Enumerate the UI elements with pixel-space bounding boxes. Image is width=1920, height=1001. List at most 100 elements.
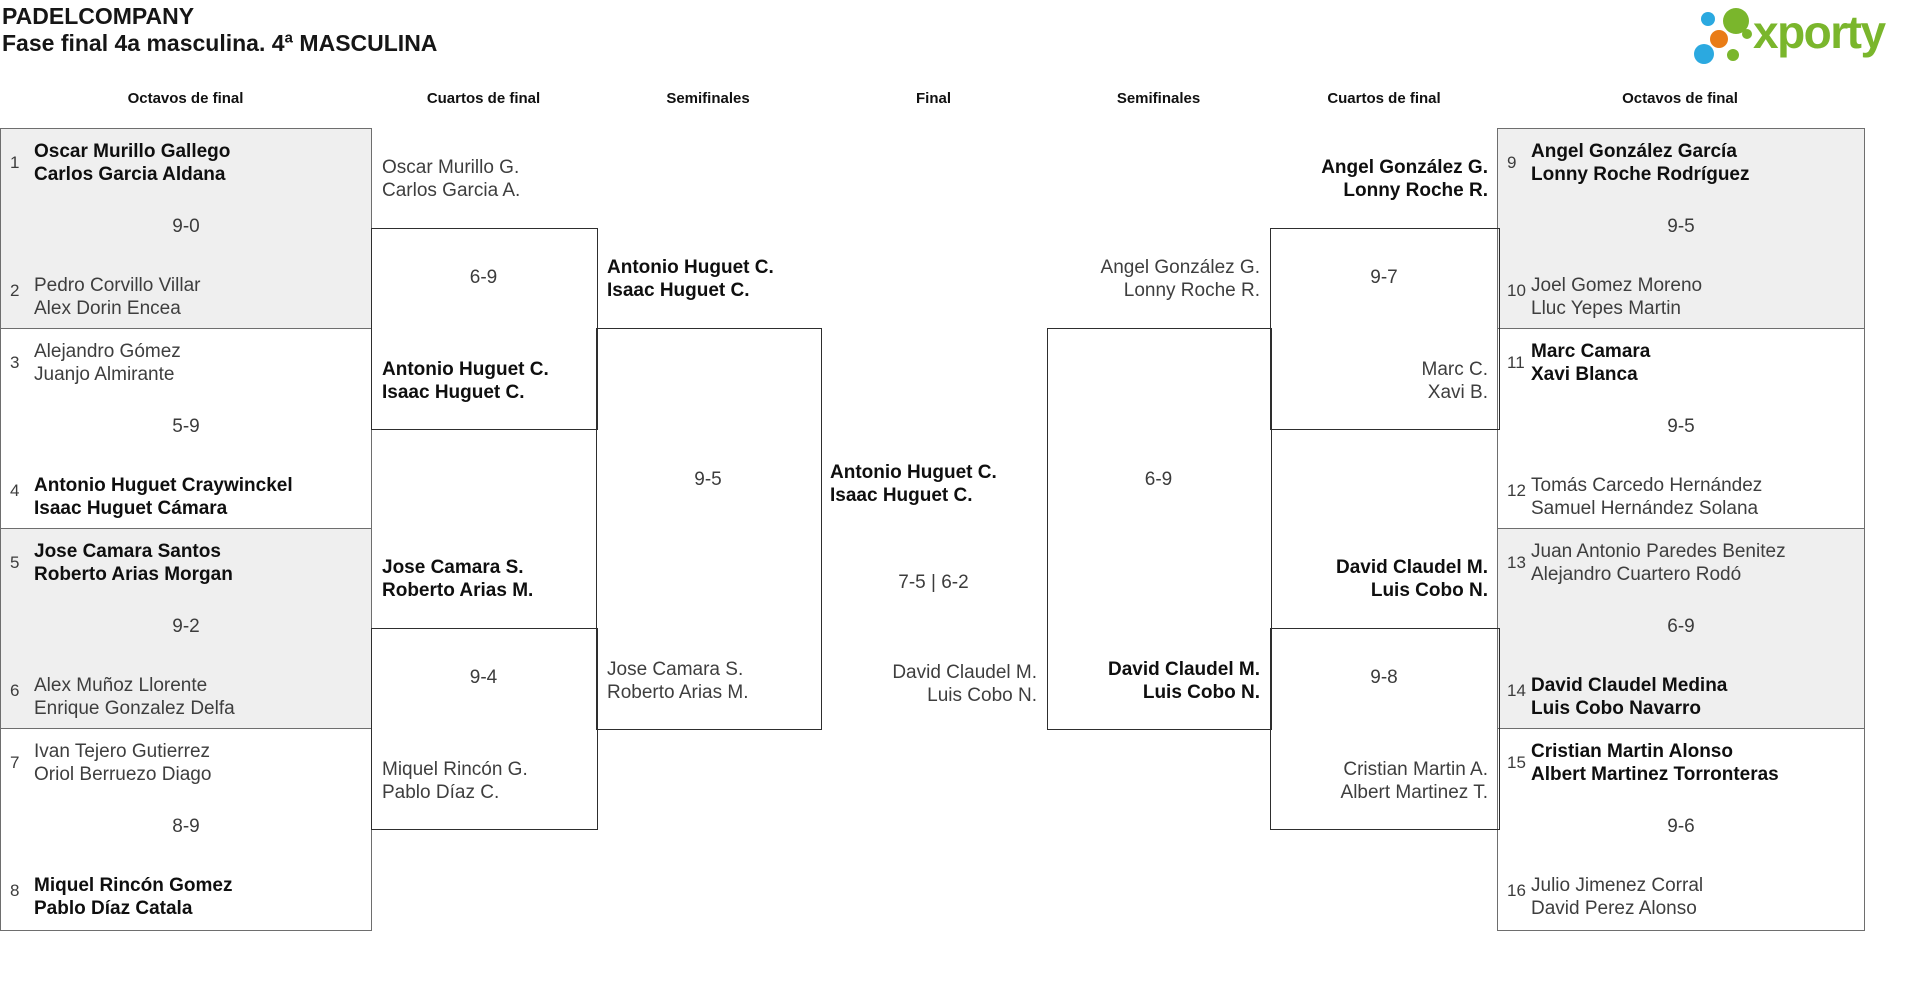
team: Oscar Murillo Gallego Carlos Garcia Alda… <box>34 140 363 186</box>
seed-number: 2 <box>10 281 20 300</box>
team-name: Luis Cobo Navarro <box>1531 698 1701 719</box>
team: Marc Camara Xavi Blanca <box>1531 340 1856 386</box>
round-header-octavos-left: Octavos de final <box>127 90 244 107</box>
team-name: Angel González García <box>1531 141 1737 162</box>
match-box-semifinal-right <box>1047 328 1272 730</box>
team-name: Jose Camara S. <box>382 557 524 578</box>
team-name: Oscar Murillo G. <box>382 157 520 178</box>
match-score: 8-9 <box>172 816 200 837</box>
team-name: Pablo Díaz C. <box>382 782 500 803</box>
team-name: Juan Antonio Paredes Benitez <box>1531 541 1786 562</box>
seed-number: 15 <box>1507 753 1526 772</box>
team-name: Cristian Martin A. <box>1343 759 1488 780</box>
team-name: Angel González G. <box>1100 257 1260 278</box>
xporty-logo: xporty <box>1694 2 1914 70</box>
match-box-octavos-7-8: 7 Ivan Tejero Gutierrez Oriol Berruezo D… <box>0 728 372 931</box>
team-name: Pablo Díaz Catala <box>34 898 193 919</box>
team-name: Oriol Berruezo Diago <box>34 764 212 785</box>
page-title: PADELCOMPANY Fase final 4a masculina. 4ª… <box>2 3 437 57</box>
match-score: 9-6 <box>1667 816 1695 837</box>
team: Ivan Tejero Gutierrez Oriol Berruezo Dia… <box>34 740 363 786</box>
match-score: 9-5 <box>694 469 722 490</box>
team-name: Luis Cobo N. <box>1370 580 1488 601</box>
seed-number: 11 <box>1507 353 1525 372</box>
team-name: Antonio Huguet C. <box>607 257 774 278</box>
team: David Claudel M. Luis Cobo N. <box>820 661 1037 707</box>
team-name: Lonny Roche Rodríguez <box>1531 164 1750 185</box>
team: Antonio Huguet C. Isaac Huguet C. <box>382 358 549 404</box>
team-name: David Perez Alonso <box>1531 898 1697 919</box>
team: Miquel Rincón G. Pablo Díaz C. <box>382 758 528 804</box>
round-header-octavos-right: Octavos de final <box>1622 90 1738 107</box>
team-name: Lluc Yepes Martin <box>1531 298 1681 319</box>
team-name: Juanjo Almirante <box>34 364 175 385</box>
team-name: David Claudel M. <box>1335 557 1488 578</box>
team-name: Antonio Huguet Craywinckel <box>34 475 293 496</box>
match-box-octavos-5-6: 5 Jose Camara Santos Roberto Arias Morga… <box>0 528 372 731</box>
team-name: Julio Jimenez Corral <box>1531 875 1704 896</box>
round-header-cuartos-right: Cuartos de final <box>1327 90 1441 107</box>
match-score: 9-5 <box>1667 416 1695 437</box>
team: Oscar Murillo G. Carlos Garcia A. <box>382 156 520 202</box>
team: Pedro Corvillo Villar Alex Dorin Encea <box>34 274 363 320</box>
team-name: Roberto Arias Morgan <box>34 564 233 585</box>
team: Joel Gomez Moreno Lluc Yepes Martin <box>1531 274 1856 320</box>
team-name: Marc C. <box>1421 359 1489 380</box>
team-name: Alejandro Cuartero Rodó <box>1531 564 1742 585</box>
match-box-octavos-15-16: 15 Cristian Martin Alonso Albert Martine… <box>1497 728 1865 931</box>
team-name: Isaac Huguet C. <box>830 485 973 506</box>
team-name: Albert Martinez T. <box>1340 782 1488 803</box>
seed-number: 6 <box>10 681 20 700</box>
logo-dot-orange <box>1710 30 1728 48</box>
match-box-cuartos-right-1 <box>1270 228 1500 430</box>
match-score: 6-9 <box>1667 616 1695 637</box>
team: David Claudel M. Luis Cobo N. <box>1047 658 1260 704</box>
team-name: Xavi Blanca <box>1531 364 1638 385</box>
round-header-cuartos-left: Cuartos de final <box>426 90 541 107</box>
team: Tomás Carcedo Hernández Samuel Hernández… <box>1531 474 1856 520</box>
team-name: Miquel Rincón Gomez <box>34 875 233 896</box>
logo-dot-green-tiny <box>1742 29 1752 39</box>
team-name: Alex Dorin Encea <box>34 298 181 319</box>
match-score: 9-8 <box>1370 667 1398 688</box>
team-name: Albert Martinez Torronteras <box>1531 764 1779 785</box>
team: Jose Camara S. Roberto Arias M. <box>382 556 533 602</box>
team-name: Joel Gomez Moreno <box>1531 275 1703 296</box>
club-name: PADELCOMPANY <box>2 3 195 29</box>
round-header-semis-right: Semifinales <box>1116 90 1201 107</box>
team-name: David Claudel Medina <box>1531 675 1728 696</box>
team-name: Enrique Gonzalez Delfa <box>34 698 235 719</box>
team: Angel González G. Lonny Roche R. <box>1047 256 1260 302</box>
team-name: David Claudel M. <box>892 662 1037 683</box>
team-name: Alex Muñoz Llorente <box>34 675 208 696</box>
team: Antonio Huguet C. Isaac Huguet C. <box>607 256 774 302</box>
team-name: Marc Camara <box>1531 341 1651 362</box>
team-name: Isaac Huguet Cámara <box>34 498 228 519</box>
team: David Claudel Medina Luis Cobo Navarro <box>1531 674 1856 720</box>
team: Angel González García Lonny Roche Rodríg… <box>1531 140 1856 186</box>
seed-number: 8 <box>10 881 20 900</box>
seed-number: 9 <box>1507 153 1517 172</box>
match-score: 9-4 <box>469 667 498 688</box>
match-box-octavos-9-10: 9 Angel González García Lonny Roche Rodr… <box>1497 128 1865 331</box>
seed-number: 5 <box>10 553 20 572</box>
match-score: 6-9 <box>469 267 498 288</box>
seed-number: 3 <box>10 353 20 372</box>
team: David Claudel M. Luis Cobo N. <box>1270 556 1488 602</box>
match-score: 6-9 <box>1144 469 1173 490</box>
match-box-semifinal-left <box>596 328 822 730</box>
seed-number: 16 <box>1507 881 1526 900</box>
logo-dot-blue-large <box>1694 44 1714 64</box>
match-score: 5-9 <box>172 416 200 437</box>
team: Antonio Huguet Craywinckel Isaac Huguet … <box>34 474 363 520</box>
team-name: Carlos Garcia Aldana <box>34 164 226 185</box>
team-name: Miquel Rincón G. <box>382 759 528 780</box>
seed-number: 10 <box>1507 281 1526 300</box>
team: Juan Antonio Paredes Benitez Alejandro C… <box>1531 540 1856 586</box>
team-name: Isaac Huguet C. <box>382 382 525 403</box>
seed-number: 7 <box>10 753 20 772</box>
team: Marc C. Xavi B. <box>1270 358 1489 404</box>
match-score: 9-0 <box>172 216 200 237</box>
team-name: Carlos Garcia A. <box>382 180 521 201</box>
